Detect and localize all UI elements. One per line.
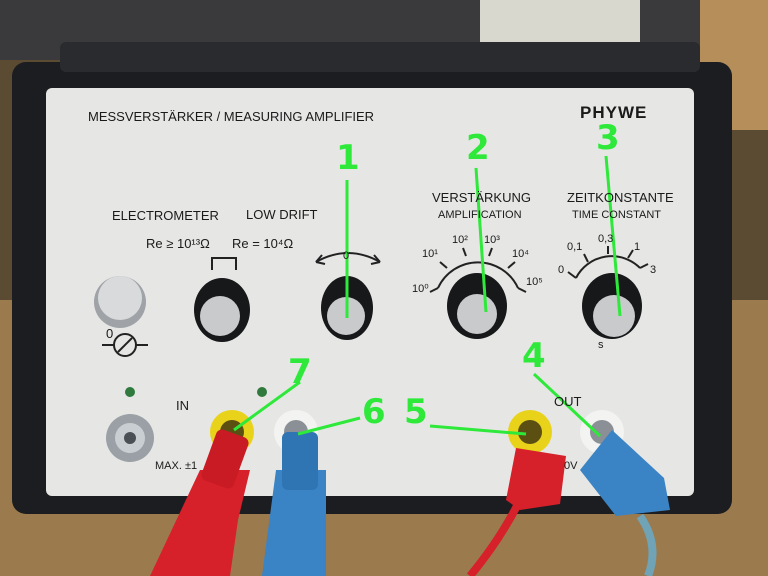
amplification-ticks xyxy=(429,247,527,293)
output-label: OUT xyxy=(554,394,582,409)
mode-knob[interactable] xyxy=(194,278,250,342)
low-drift-label: LOW DRIFT xyxy=(246,207,318,222)
output-socket-yellow[interactable] xyxy=(508,410,552,454)
blue-plug-left[interactable] xyxy=(262,470,326,576)
zeitkonstante-label: ZEITKONSTANTE xyxy=(567,190,674,205)
amp-scale-3: 10³ xyxy=(484,234,500,246)
blue-cable-right xyxy=(636,513,657,576)
callout-3: 3 xyxy=(596,118,620,158)
front-panel xyxy=(46,88,694,496)
amp-scale-5: 10⁵ xyxy=(526,276,543,288)
red-cable-right xyxy=(466,498,524,576)
callout-7: 7 xyxy=(288,352,312,392)
time-scale-2: 0,3 xyxy=(598,233,614,245)
red-plug-left[interactable] xyxy=(150,470,250,576)
amp-scale-0: 10⁰ xyxy=(412,283,429,295)
amp-scale-1: 10¹ xyxy=(422,248,438,260)
device-top xyxy=(60,42,700,72)
re-high-label: Re ≥ 10¹³Ω xyxy=(146,236,210,251)
callout-6: 6 xyxy=(362,392,386,432)
time-unit-label: s xyxy=(598,339,604,351)
mode-bracket xyxy=(211,257,237,270)
time-scale-4: 3 xyxy=(650,264,657,276)
brand-logo: PHYWE xyxy=(580,103,648,122)
time-scale-1: 0,1 xyxy=(567,241,583,253)
input-led xyxy=(125,387,135,397)
time-scale-0: 0 xyxy=(558,264,565,276)
zero-dial-label: 0 xyxy=(343,250,350,262)
amplification-label: AMPLIFICATION xyxy=(438,209,522,221)
verstaerkung-label: VERSTÄRKUNG xyxy=(432,190,531,205)
callout-4: 4 xyxy=(522,336,546,376)
callout-5: 5 xyxy=(404,392,428,432)
re-low-label: Re = 10⁴Ω xyxy=(232,236,294,251)
time-scale-arc xyxy=(575,255,641,279)
max-label: MAX. ±1 xyxy=(155,460,198,472)
callout-lines xyxy=(233,155,622,438)
out-voltage-label: 0V xyxy=(564,460,578,472)
amp-scale-2: 10² xyxy=(452,234,468,246)
time-scale-3: 1 xyxy=(634,241,641,253)
callout-2: 2 xyxy=(466,128,490,168)
time-ticks xyxy=(567,246,649,279)
zero-button-label: 0 xyxy=(106,326,114,341)
panel-title: MESSVERSTÄRKER / MEASURING AMPLIFIER xyxy=(88,109,375,124)
time-constant-label: TIME CONSTANT xyxy=(572,209,662,221)
electrometer-label: ELECTROMETER xyxy=(112,208,219,223)
callout-1: 1 xyxy=(336,138,360,178)
amp-scale-4: 10⁴ xyxy=(512,248,529,260)
time-constant-knob[interactable] xyxy=(582,273,642,339)
bnc-input-connector[interactable] xyxy=(106,414,154,462)
drift-led xyxy=(257,387,267,397)
amplification-scale-arc xyxy=(437,261,519,289)
background-object xyxy=(480,0,640,45)
red-plug-right[interactable] xyxy=(506,448,566,510)
amplification-knob[interactable] xyxy=(447,273,507,339)
blue-plug-right[interactable] xyxy=(580,430,670,516)
input-label: IN xyxy=(176,398,189,413)
